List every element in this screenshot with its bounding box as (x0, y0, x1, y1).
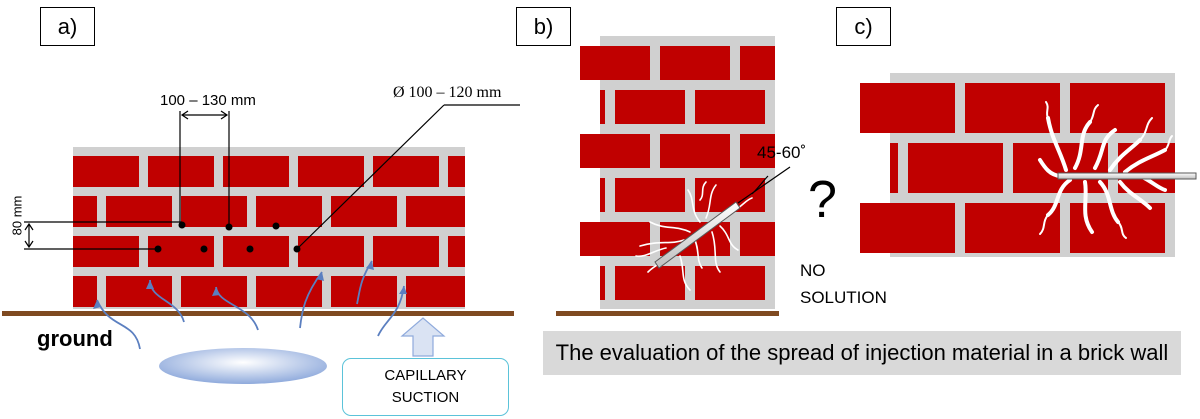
brick (1070, 83, 1165, 133)
brick (373, 236, 439, 267)
mortar-bed (600, 36, 775, 309)
panel-label-b: b) (516, 7, 571, 46)
brick (695, 266, 765, 300)
suction-arrow (400, 317, 446, 357)
brick (181, 196, 247, 227)
brick (331, 196, 397, 227)
panel-label-a: a) (40, 7, 95, 46)
brick (615, 90, 685, 124)
height-label: 80 mm (9, 195, 25, 236)
injection-spread-c (1038, 116, 1167, 234)
brick (406, 196, 465, 227)
suction-line-1: CAPILLARY (384, 367, 467, 384)
angle-marker (737, 166, 791, 204)
brick (615, 266, 685, 300)
brick (580, 46, 650, 80)
no-solution-line-1: NO (800, 261, 826, 280)
brick (73, 156, 139, 187)
brick (600, 178, 605, 212)
brick (615, 178, 685, 212)
brick (600, 90, 605, 124)
brick (908, 143, 1003, 193)
brick (860, 83, 955, 133)
brick (331, 276, 397, 307)
brick (373, 156, 439, 187)
suction-line-2: SUCTION (391, 389, 460, 406)
no-solution-line-2: SOLUTION (800, 288, 887, 307)
brick (148, 156, 214, 187)
brick-wall-c (860, 73, 1175, 257)
injection-spread-c-fine (1039, 101, 1173, 239)
brick (660, 46, 730, 80)
brick (965, 203, 1060, 253)
ground-line-a (2, 311, 514, 316)
brick (256, 276, 322, 307)
diameter-leader (296, 104, 520, 250)
injection-rod-c (1057, 172, 1197, 180)
angle-label: 45-60˚ (757, 143, 807, 162)
height-dimension (24, 221, 182, 250)
brick (298, 236, 364, 267)
ground-label: ground (37, 326, 113, 351)
capillary-suction-box: CAPILLARY SUCTION (342, 358, 509, 416)
spacing-dimension (179, 110, 230, 227)
diameter-label: Ø 100 – 120 mm (393, 84, 502, 101)
injection-rod-b (654, 201, 741, 269)
brick (695, 90, 765, 124)
brick (406, 276, 465, 307)
brick (660, 134, 730, 168)
brick (298, 156, 364, 187)
brick (965, 83, 1060, 133)
brick (600, 266, 605, 300)
brick (448, 236, 465, 267)
spacing-label: 100 – 130 mm (160, 92, 256, 109)
brick-wall-a (73, 147, 465, 309)
capillary-arrowheads (93, 261, 407, 309)
question-mark: ? (808, 171, 837, 229)
brick-wall-b (580, 36, 775, 309)
brick (73, 276, 97, 307)
water-puddle (159, 348, 327, 384)
panel-label-c: c) (836, 7, 891, 46)
brick (223, 236, 289, 267)
brick (740, 134, 775, 168)
brick (890, 143, 898, 193)
brick (860, 203, 955, 253)
ground-line-b (556, 311, 779, 316)
brick (580, 222, 650, 256)
brick (740, 46, 775, 80)
injection-spread-b (635, 181, 753, 291)
brick (73, 236, 139, 267)
brick (740, 222, 775, 256)
brick (448, 156, 465, 187)
brick (580, 134, 650, 168)
brick (256, 196, 322, 227)
figure-caption: The evaluation of the spread of injectio… (543, 331, 1181, 375)
brick (106, 276, 172, 307)
brick (223, 156, 289, 187)
